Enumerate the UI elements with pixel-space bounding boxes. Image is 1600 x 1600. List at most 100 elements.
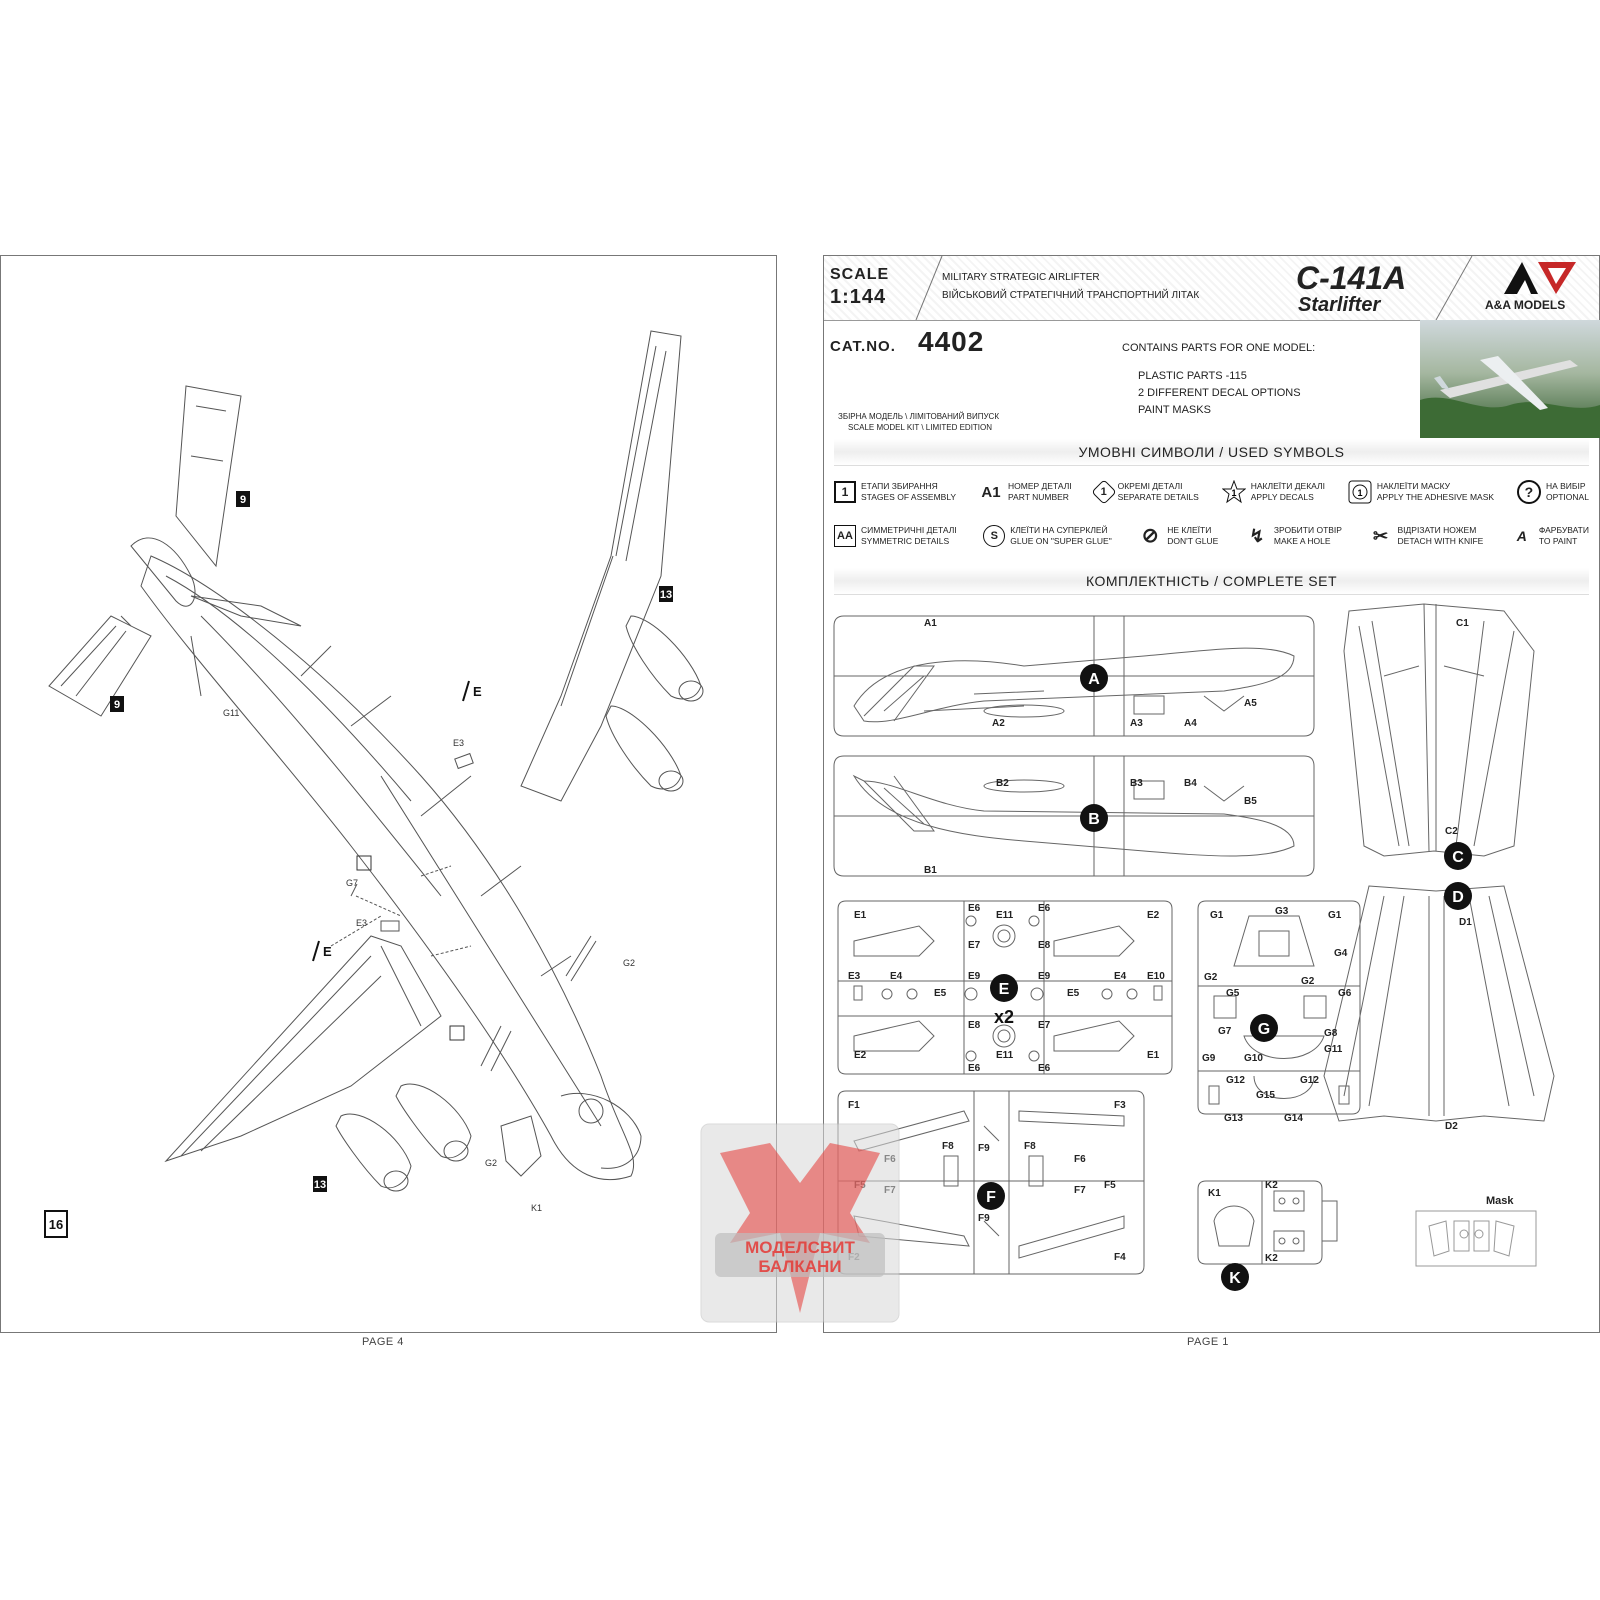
- part-number: F6: [1074, 1154, 1086, 1165]
- part-number: E9: [1038, 971, 1051, 982]
- part-number: E1: [1147, 1050, 1160, 1061]
- symbol-text-ua: НАКЛЕЇТИ МАСКУ: [1376, 481, 1451, 491]
- sprue-letter-g: G: [1258, 1021, 1270, 1038]
- part-number: C2: [1445, 826, 1458, 837]
- sprue-letter-f: F: [986, 1189, 996, 1206]
- question-icon: ?: [1516, 480, 1541, 504]
- hexagon-icon: 1: [1090, 479, 1117, 505]
- part-number: E4: [1114, 971, 1127, 982]
- part-number: E6: [1038, 903, 1051, 914]
- part-number: E7: [968, 940, 981, 951]
- part-number: F9: [978, 1213, 990, 1224]
- symbol-text-ua: ФАРБУВАТИ: [1538, 525, 1589, 535]
- part-number: F1: [848, 1100, 860, 1111]
- part-number: E3: [848, 971, 861, 982]
- part-number: E4: [890, 971, 903, 982]
- part-number: K2: [1265, 1180, 1278, 1191]
- sprue-letter-e: E: [999, 981, 1010, 998]
- part-number: F5: [1104, 1180, 1116, 1191]
- super-glue-icon: S: [983, 525, 1006, 547]
- contains-title: CONTAINS PARTS FOR ONE MODEL:: [1122, 342, 1316, 354]
- part-number: G6: [1338, 988, 1352, 999]
- part-number: G1: [1210, 910, 1224, 921]
- part-number: K1: [1208, 1188, 1221, 1199]
- part-number: G2: [1204, 972, 1218, 983]
- used-symbols-title: УМОВНІ СИМВОЛИ / USED SYMBOLS: [834, 439, 1589, 466]
- part-number: D1: [1459, 917, 1472, 928]
- symbol-text-en: APPLY THE ADHESIVE MASK: [1376, 492, 1495, 502]
- part-number: E5: [1067, 988, 1080, 999]
- part-number: F8: [1024, 1141, 1036, 1152]
- symbol-text-en: SYMMETRIC DETAILS: [861, 536, 950, 546]
- right-page: SCALE 1:144 MILITARY STRATEGIC AIRLIFTER…: [823, 255, 1600, 1333]
- part-number: A3: [1130, 718, 1143, 729]
- knife-icon: ✂: [1372, 525, 1389, 546]
- model-name: C-141A: [1296, 260, 1407, 296]
- part-number: B4: [1184, 778, 1197, 789]
- part-number: B5: [1244, 796, 1257, 807]
- symmetric-icon: AA: [834, 525, 856, 547]
- sprue-c-frame: [1343, 603, 1535, 857]
- model-subname: Starlifter: [1298, 294, 1381, 316]
- symbol-text-ua: НАКЛЕЇТИ ДЕКАЛІ: [1250, 481, 1325, 491]
- part-label: G11: [223, 708, 239, 718]
- part-number: C1: [1456, 618, 1469, 629]
- symbol-text-ua: ВІДРІЗАТИ НОЖЕМ: [1397, 525, 1477, 535]
- cat-number: 4402: [918, 326, 985, 357]
- kit-line-en: SCALE MODEL KIT \ LIMITED EDITION: [848, 423, 993, 432]
- part-number: E6: [968, 903, 981, 914]
- kit-line-ua: ЗБІРНА МОДЕЛЬ \ ЛІМІТОВАНИЙ ВИПУСК: [838, 412, 999, 421]
- sprue-k-frame: [1197, 1180, 1323, 1265]
- callout-13-right: 13: [660, 589, 672, 601]
- part-label: G2: [485, 1158, 497, 1168]
- part-number: A1: [924, 618, 937, 629]
- part-number: D2: [1445, 1121, 1458, 1132]
- watermark-line-2: БАЛКАНИ: [758, 1257, 841, 1276]
- symbol-text-en: DON'T GLUE: [1167, 536, 1219, 546]
- part-number: E2: [1147, 910, 1160, 921]
- contents-item: PAINT MASKS: [1138, 404, 1211, 416]
- part-number: E7: [1038, 1020, 1051, 1031]
- part-number: E1: [854, 910, 867, 921]
- svg-text:1: 1: [1231, 488, 1236, 498]
- sprue-g-frame: [1197, 900, 1361, 1115]
- part-label: K1: [531, 1203, 542, 1213]
- symbol-text-en: OPTIONAL: [1545, 492, 1589, 502]
- callout-9-lower: 9: [114, 699, 120, 711]
- box-art-photo: [1420, 320, 1600, 438]
- scale-label: SCALE: [830, 266, 890, 283]
- star-icon: 1: [1221, 480, 1246, 504]
- brand-logo: [1504, 262, 1576, 294]
- part-number: G11: [1324, 1044, 1343, 1055]
- part-number: G2: [1301, 976, 1315, 987]
- sprue-e-multiplier: x2: [994, 1007, 1014, 1027]
- part-number: E11: [996, 910, 1014, 921]
- assembly-diagram: 9 9 13 13 16 G11 E3 G7 E3 G2 G2 K1 E E: [44, 330, 704, 1238]
- watermark-logo: МОДЕЛСВИТ БАЛКАНИ: [700, 1123, 900, 1323]
- cat-label: CAT.NO.: [830, 338, 896, 355]
- part-number: E10: [1147, 971, 1165, 982]
- symbol-text-ua: КЛЕЇТИ НА СУПЕРКЛЕЙ: [1010, 525, 1108, 535]
- sprue-layout: A B C D E F G K x2 A1 A2 A3 A4 A5 B1 B2 …: [833, 603, 1555, 1291]
- symbol-text-ua: НОМЕР ДЕТАЛІ: [1008, 481, 1072, 491]
- complete-set-title: КОМПЛЕКТНІСТЬ / COMPLETE SET: [834, 568, 1589, 595]
- part-number-icon: A1: [981, 483, 1001, 501]
- mask-label: Mask: [1486, 1195, 1514, 1207]
- part-number: F4: [1114, 1252, 1126, 1263]
- symbol-text-en: PART NUMBER: [1008, 492, 1069, 502]
- sprue-letter-c: C: [1452, 849, 1464, 866]
- part-number: E8: [1038, 940, 1051, 951]
- symbol-text-en: DETACH WITH KNIFE: [1397, 536, 1484, 546]
- symbol-text-en: MAKE A HOLE: [1273, 536, 1331, 546]
- part-number: E9: [968, 971, 981, 982]
